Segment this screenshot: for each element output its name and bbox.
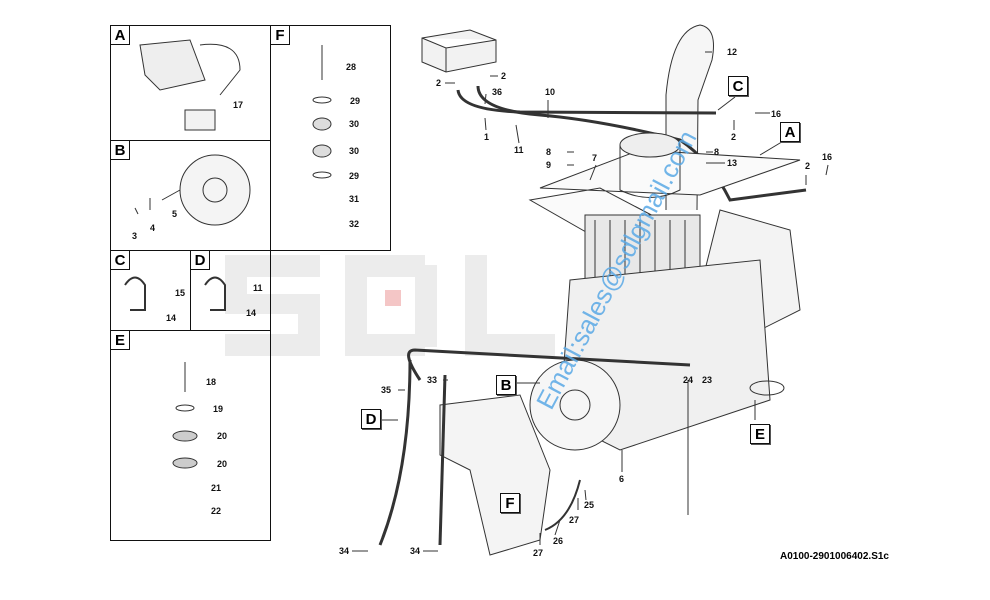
part-label: 12: [727, 47, 738, 57]
detail-ref-e: E: [750, 424, 770, 444]
part-label: 4: [150, 223, 156, 233]
part-label: 11: [253, 283, 263, 293]
part-label: 2: [805, 161, 811, 171]
detail-ref-a: A: [780, 122, 800, 142]
part-label: 5: [172, 209, 178, 219]
part-label: 17: [233, 100, 244, 110]
part-label: 25: [584, 500, 595, 510]
panel-tag-e: E: [110, 330, 130, 350]
part-label: 11: [514, 145, 524, 155]
part-label: 27: [533, 548, 544, 558]
part-label: 19: [213, 404, 224, 414]
part-label: 6: [619, 474, 625, 484]
part-label: 28: [346, 62, 357, 72]
panel-tag-f: F: [270, 25, 290, 45]
part-label: 34: [410, 546, 421, 556]
detail-ref-f: F: [500, 493, 520, 513]
part-label: 35: [381, 385, 392, 395]
drawing-code: A0100-2901006402.S1c: [780, 551, 889, 562]
part-label: 32: [349, 219, 360, 229]
part-label: 30: [349, 119, 360, 129]
panel-tag-d: D: [190, 250, 210, 270]
panel-tag-a: A: [110, 25, 130, 45]
part-label: 31: [349, 194, 360, 204]
part-label: 13: [727, 158, 738, 168]
part-label: 20: [217, 459, 228, 469]
part-label: 24: [683, 375, 694, 385]
detail-panel-f: F: [270, 25, 391, 251]
part-label: 30: [349, 146, 360, 156]
part-label: 16: [771, 109, 782, 119]
part-label: 33: [427, 375, 438, 385]
part-label: 29: [350, 96, 361, 106]
panel-tag-c: C: [110, 250, 130, 270]
detail-panel-e: E: [110, 330, 271, 541]
part-label: 20: [217, 431, 228, 441]
part-label: 15: [175, 288, 186, 298]
part-label: 8: [714, 147, 720, 157]
part-label: 16: [822, 152, 833, 162]
part-label: 34: [339, 546, 350, 556]
part-label: 10: [545, 87, 556, 97]
part-label: 1: [484, 132, 490, 142]
part-label: 2: [501, 71, 507, 81]
part-label: 21: [211, 483, 222, 493]
detail-ref-b: B: [496, 375, 516, 395]
part-label: 3: [132, 231, 138, 241]
part-label: 2: [731, 132, 737, 142]
part-label: 22: [211, 506, 222, 516]
detail-panel-a: A: [110, 25, 271, 141]
part-label: 36: [492, 87, 503, 97]
part-label: 2: [436, 78, 442, 88]
part-label: 8: [546, 147, 552, 157]
panel-tag-b: B: [110, 140, 130, 160]
part-label: 18: [206, 377, 217, 387]
part-label: 14: [246, 308, 257, 318]
part-label: 26: [553, 536, 564, 546]
detail-ref-c: C: [728, 76, 748, 96]
part-label: 14: [166, 313, 177, 323]
part-label: 9: [546, 160, 552, 170]
part-label: 29: [349, 171, 360, 181]
part-label: 7: [592, 153, 598, 163]
part-label: 23: [702, 375, 713, 385]
part-label: 27: [569, 515, 580, 525]
detail-ref-d: D: [361, 409, 381, 429]
